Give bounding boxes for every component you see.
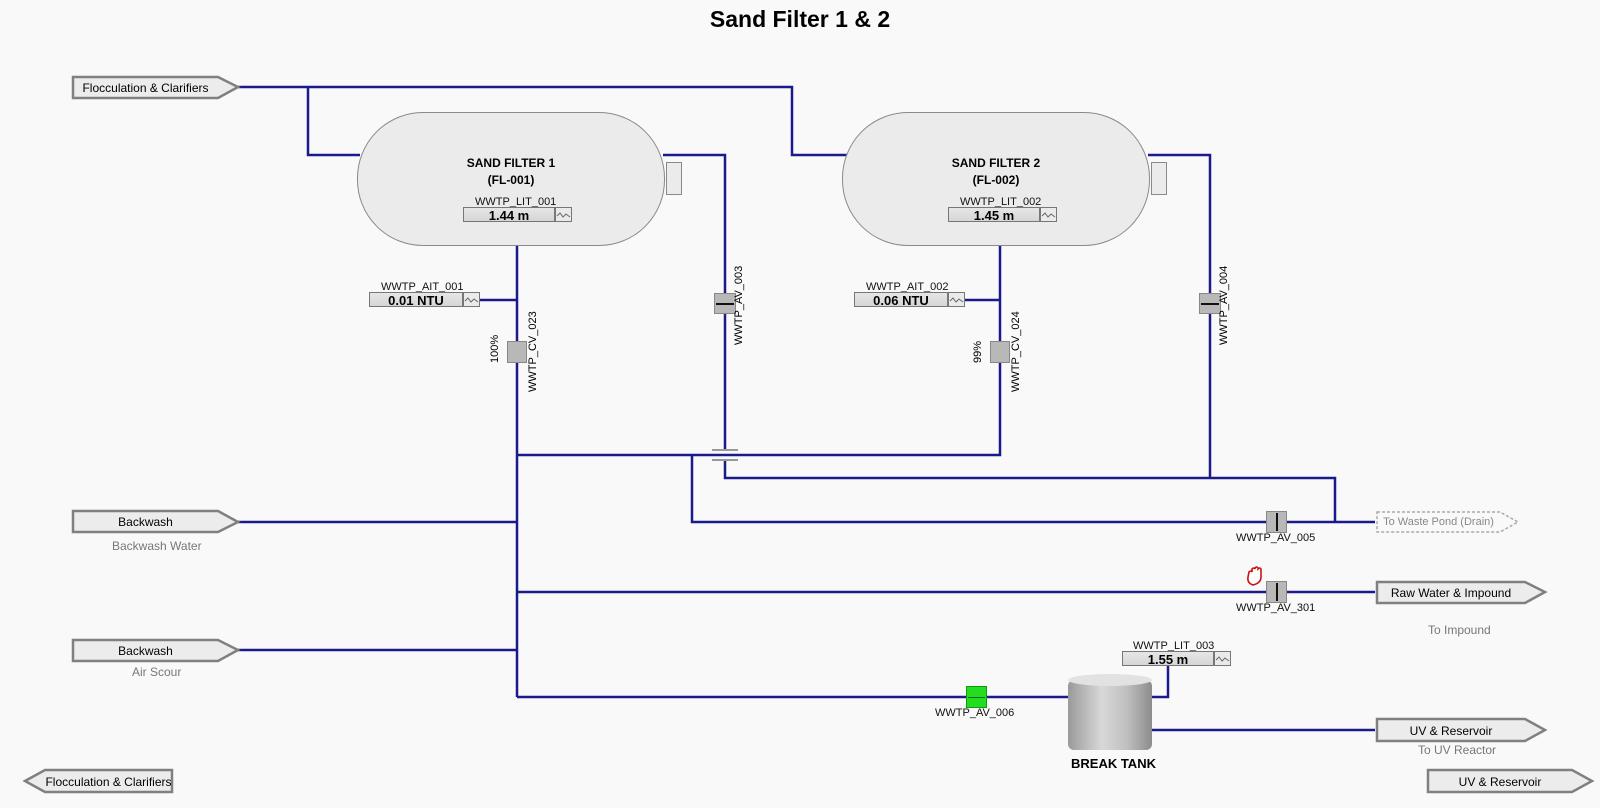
lit001-tag: WWTP_LIT_001 [475,196,557,208]
link-backwash-water-shape [71,509,241,534]
pipe-av003-down [723,460,1337,522]
link-waste-pond[interactable]: To Waste Pond (Drain) [1383,516,1494,528]
link-backwash-air[interactable]: Backwash [118,644,173,658]
av301-valve[interactable] [1266,581,1287,603]
nav-back-shape [22,768,174,794]
lit003-tag: WWTP_LIT_003 [1133,640,1215,652]
link-backwash-air-shape [71,638,241,663]
page-title: Sand Filter 1 & 2 [709,6,891,32]
trend-icon[interactable] [1214,651,1231,666]
av004-tag: WWTP_AV_004 [1218,265,1230,345]
link-flocculation-in[interactable]: Flocculation & Clarifiers [82,81,209,95]
break-tank-shape [1068,674,1152,750]
break-tank-label: BREAK TANK [1071,756,1156,771]
link-raw-water[interactable]: Raw Water & Impound [1390,586,1512,600]
ait001-tag: WWTP_AIT_001 [381,281,464,293]
cv024-valve[interactable] [990,341,1010,363]
filter-1-id: (FL-001) [487,173,535,187]
sand-filter-2[interactable]: SAND FILTER 2 (FL-002) [842,112,1150,246]
av005-tag: WWTP_AV_005 [1236,532,1316,544]
pipe-f2-outlet [517,245,1002,457]
trend-icon[interactable] [1040,207,1057,222]
lit001-value[interactable]: 1.44 m [463,207,555,223]
pipe-f2-waste [1148,153,1212,478]
link-uv-shape [1375,717,1548,743]
lit002-tag: WWTP_LIT_002 [960,196,1042,208]
pipe-f1-waste [663,153,727,450]
trend-icon[interactable] [463,292,480,307]
cv024-tag: WWTP_CV_024 [1010,311,1022,392]
link-in-flocc-shape [71,75,241,100]
raw-water-sub: To Impound [1428,623,1491,637]
filter-1-nozzle [666,162,682,195]
lit003-value[interactable]: 1.55 m [1122,651,1214,667]
pipe-lit003 [1150,665,1170,699]
ait001-value[interactable]: 0.01 NTU [369,292,463,308]
filter-2-nozzle [1151,162,1167,195]
uv-sub: To UV Reactor [1418,743,1497,757]
nav-back-button[interactable]: Flocculation & Clarifiers [45,775,172,789]
sand-filter-1[interactable]: SAND FILTER 1 (FL-001) [357,112,665,246]
pipe-drain [690,455,1375,524]
pipe-inlet-header [238,85,848,157]
nav-next-button[interactable]: UV & Reservoir [1458,775,1542,789]
pipe-inlet-f1 [306,87,360,157]
trend-icon[interactable] [555,207,572,222]
cv023-tag: WWTP_CV_023 [527,311,539,392]
filter-1-name: SAND FILTER 1 [466,156,556,170]
cv024-pct: 99% [972,340,984,363]
av006-tag: WWTP_AV_006 [935,707,1015,719]
link-backwash-water[interactable]: Backwash [118,515,173,529]
nav-next-shape [1426,768,1595,794]
pipe-crossover-icon [712,449,738,461]
av005-valve[interactable] [1266,511,1287,533]
av003-valve[interactable] [714,293,736,314]
cv023-pct: 100% [489,334,501,363]
filter-2-name: SAND FILTER 2 [951,156,1041,170]
lit002-value[interactable]: 1.45 m [948,207,1040,223]
av301-tag: WWTP_AV_301 [1236,602,1316,614]
link-uv-reservoir[interactable]: UV & Reservoir [1409,724,1493,738]
interlock-hand-icon [1247,566,1262,586]
av006-valve[interactable] [966,686,987,708]
ait002-tag: WWTP_AIT_002 [866,281,949,293]
ait002-value[interactable]: 0.06 NTU [854,292,948,308]
filter-2-id: (FL-002) [972,173,1020,187]
av003-tag: WWTP_AV_003 [733,265,745,345]
backwash-air-sub: Air Scour [132,665,182,679]
link-raw-water-shape [1375,580,1548,605]
cv023-valve[interactable] [507,341,527,363]
link-waste-pond-shape [1376,511,1520,533]
backwash-water-sub: Backwash Water [112,539,202,553]
trend-icon[interactable] [948,292,965,307]
av004-valve[interactable] [1199,293,1221,314]
